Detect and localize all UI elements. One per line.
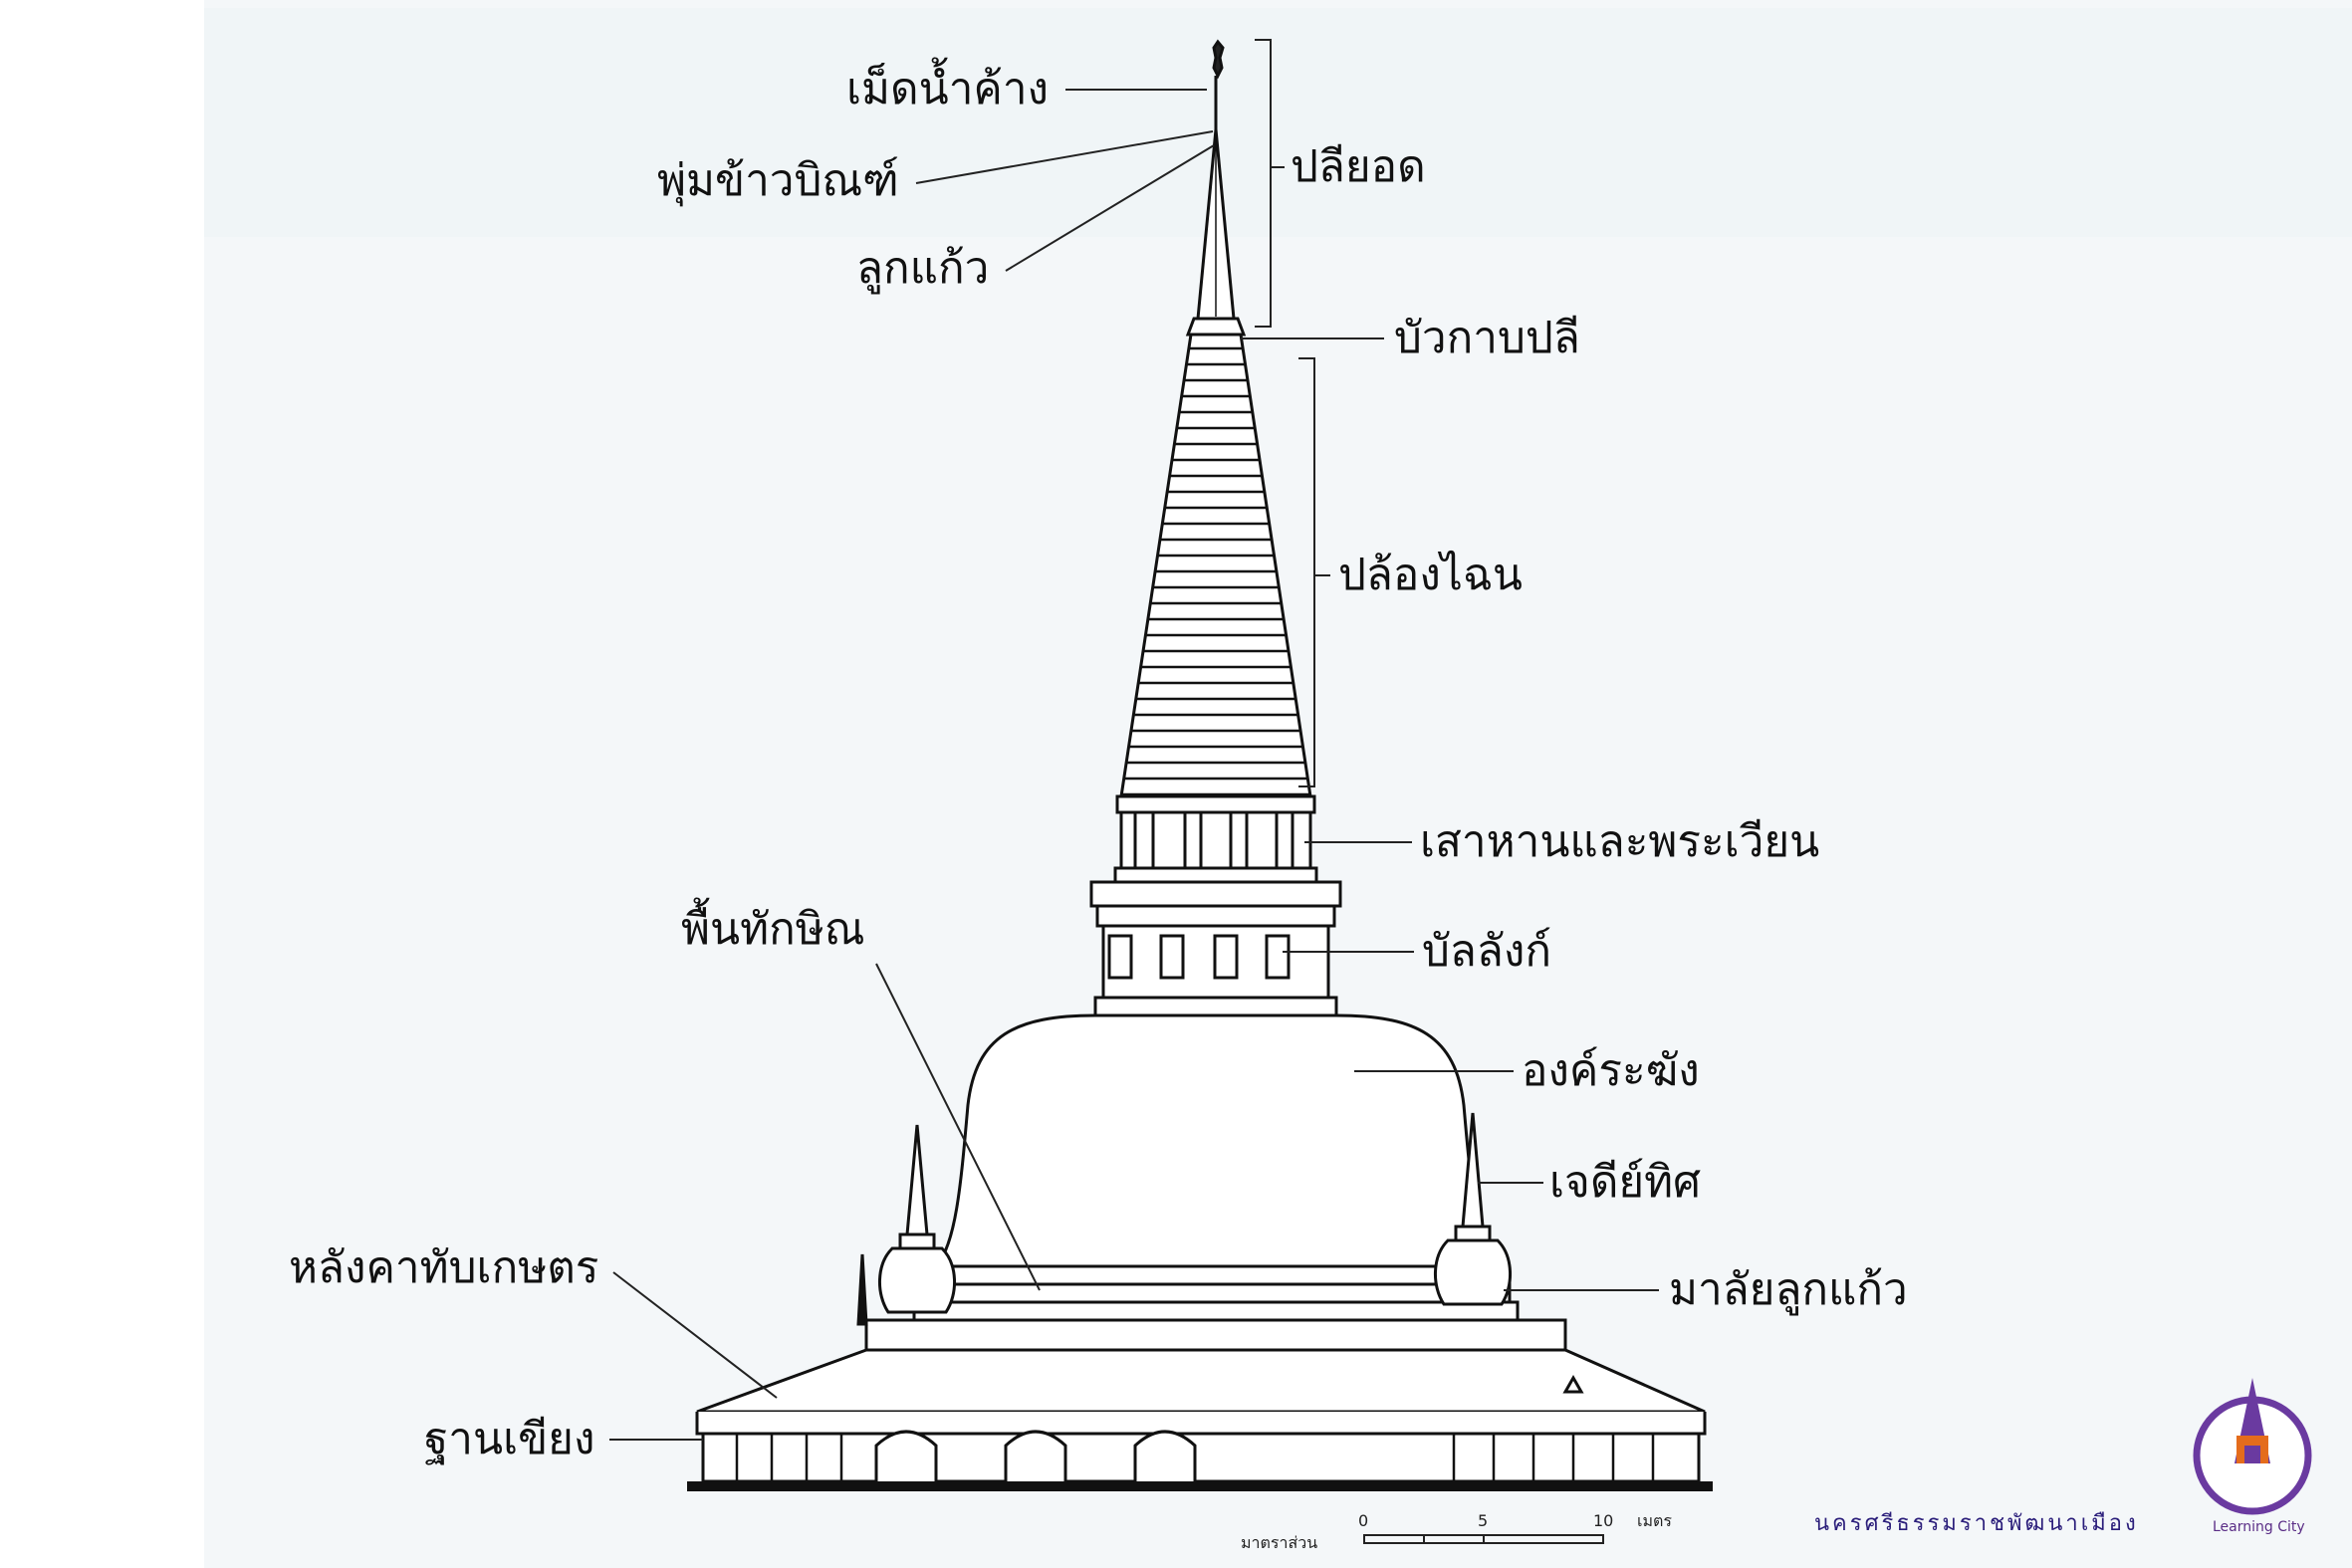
label-met-nam-khang: เม็ดน้ำค้าง — [846, 64, 1050, 114]
logo-caption: Learning City — [2213, 1519, 2305, 1535]
label-chedi-thit: เจดีย์ทิศ — [1549, 1157, 1702, 1208]
scale-tick-5: 5 — [1478, 1511, 1489, 1530]
label-banlang: บัลลังก์ — [1422, 926, 1551, 977]
scale-tick-0: 0 — [1358, 1511, 1369, 1530]
label-than-khiang: ฐานเขียง — [424, 1414, 595, 1464]
scale-bar — [1363, 1534, 1604, 1544]
label-luk-kaeo: ลูกแก้ว — [856, 243, 990, 294]
learning-city-logo — [2193, 1378, 2312, 1515]
footer-text: นครศรีธรรมราชพัฒนาเมือง — [1814, 1511, 2139, 1536]
label-lang-kha: หลังคาทับเกษตร — [289, 1242, 599, 1293]
label-malai-luk-kaeo: มาลัยลูกแก้ว — [1669, 1264, 1908, 1315]
label-ong-rakhang: องค์ระฆัง — [1522, 1045, 1700, 1096]
scale-tick-10: 10 — [1593, 1511, 1614, 1530]
leader-lines — [609, 39, 1659, 1441]
label-sao-han: เสาหานและพระเวียน — [1420, 816, 1820, 867]
label-plong-chanon: ปล้องไฉน — [1338, 550, 1523, 600]
label-phuen-thaksin: พื้นทักษิณ — [681, 904, 865, 955]
label-bua-kap-pli: บัวกาบปลี — [1394, 313, 1580, 363]
label-pli-yot: ปลียอด — [1291, 141, 1426, 192]
scale-unit: เมตร — [1637, 1511, 1672, 1530]
stupa-drawing — [687, 39, 1713, 1491]
scale-caption: มาตราส่วน — [1241, 1533, 1318, 1552]
label-pum-khao-bin: พุ่มข้าวบิณฑ์ — [657, 155, 899, 206]
